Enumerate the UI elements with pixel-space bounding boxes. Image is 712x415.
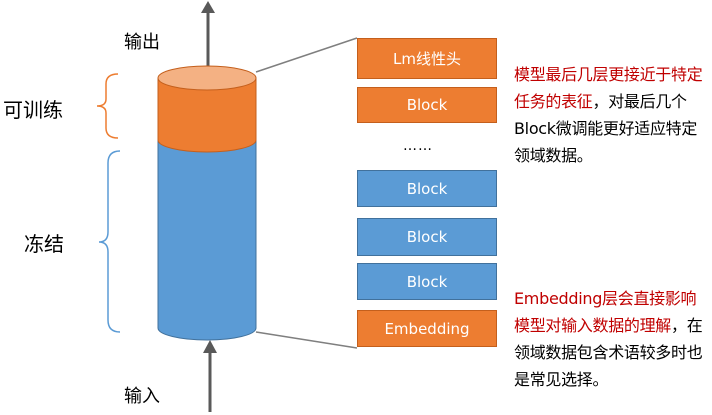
- note-top-highlight: 模型最后几层更接近于特定任务的表征: [514, 65, 703, 111]
- block-lm-head: Lm线性头: [357, 38, 497, 79]
- frozen-bracket: [98, 150, 121, 333]
- trainable-bracket: [96, 73, 119, 139]
- note-top: 模型最后几层更接近于特定任务的表征，对最后几个Block微调能更好适应特定领域数…: [514, 61, 710, 169]
- connector-top: [255, 37, 358, 73]
- note-bottom-text: ，在领域数据包含术语较多时也是常见选择。: [514, 316, 703, 389]
- note-bottom: Embedding层会直接影响模型对输入数据的理解，在领域数据包含术语较多时也是…: [514, 285, 710, 393]
- block-frozen-1: Block: [357, 170, 497, 207]
- input-arrow-head: [203, 340, 217, 353]
- frozen-label: 冻结: [24, 232, 64, 256]
- trainable-label: 可训练: [3, 98, 63, 122]
- output-label: 输出: [124, 32, 160, 53]
- input-label: 输入: [124, 386, 160, 407]
- connector-bottom: [255, 331, 358, 349]
- block-trainable: Block: [357, 87, 497, 123]
- output-arrow-head: [201, 1, 215, 13]
- block-embedding: Embedding: [357, 310, 497, 347]
- cylinder-trainable-part: [157, 77, 257, 153]
- block-frozen-2: Block: [357, 218, 497, 256]
- note-top-text: ，对最后几个Block微调能更好适应特定领域数据。: [514, 92, 698, 165]
- ellipsis: ……: [403, 138, 433, 154]
- cylinder-frozen-part: [157, 139, 257, 341]
- note-bottom-highlight: Embedding层会直接影响模型对输入数据的理解: [514, 289, 697, 335]
- cylinder-top: [157, 65, 257, 91]
- block-frozen-3: Block: [357, 263, 497, 300]
